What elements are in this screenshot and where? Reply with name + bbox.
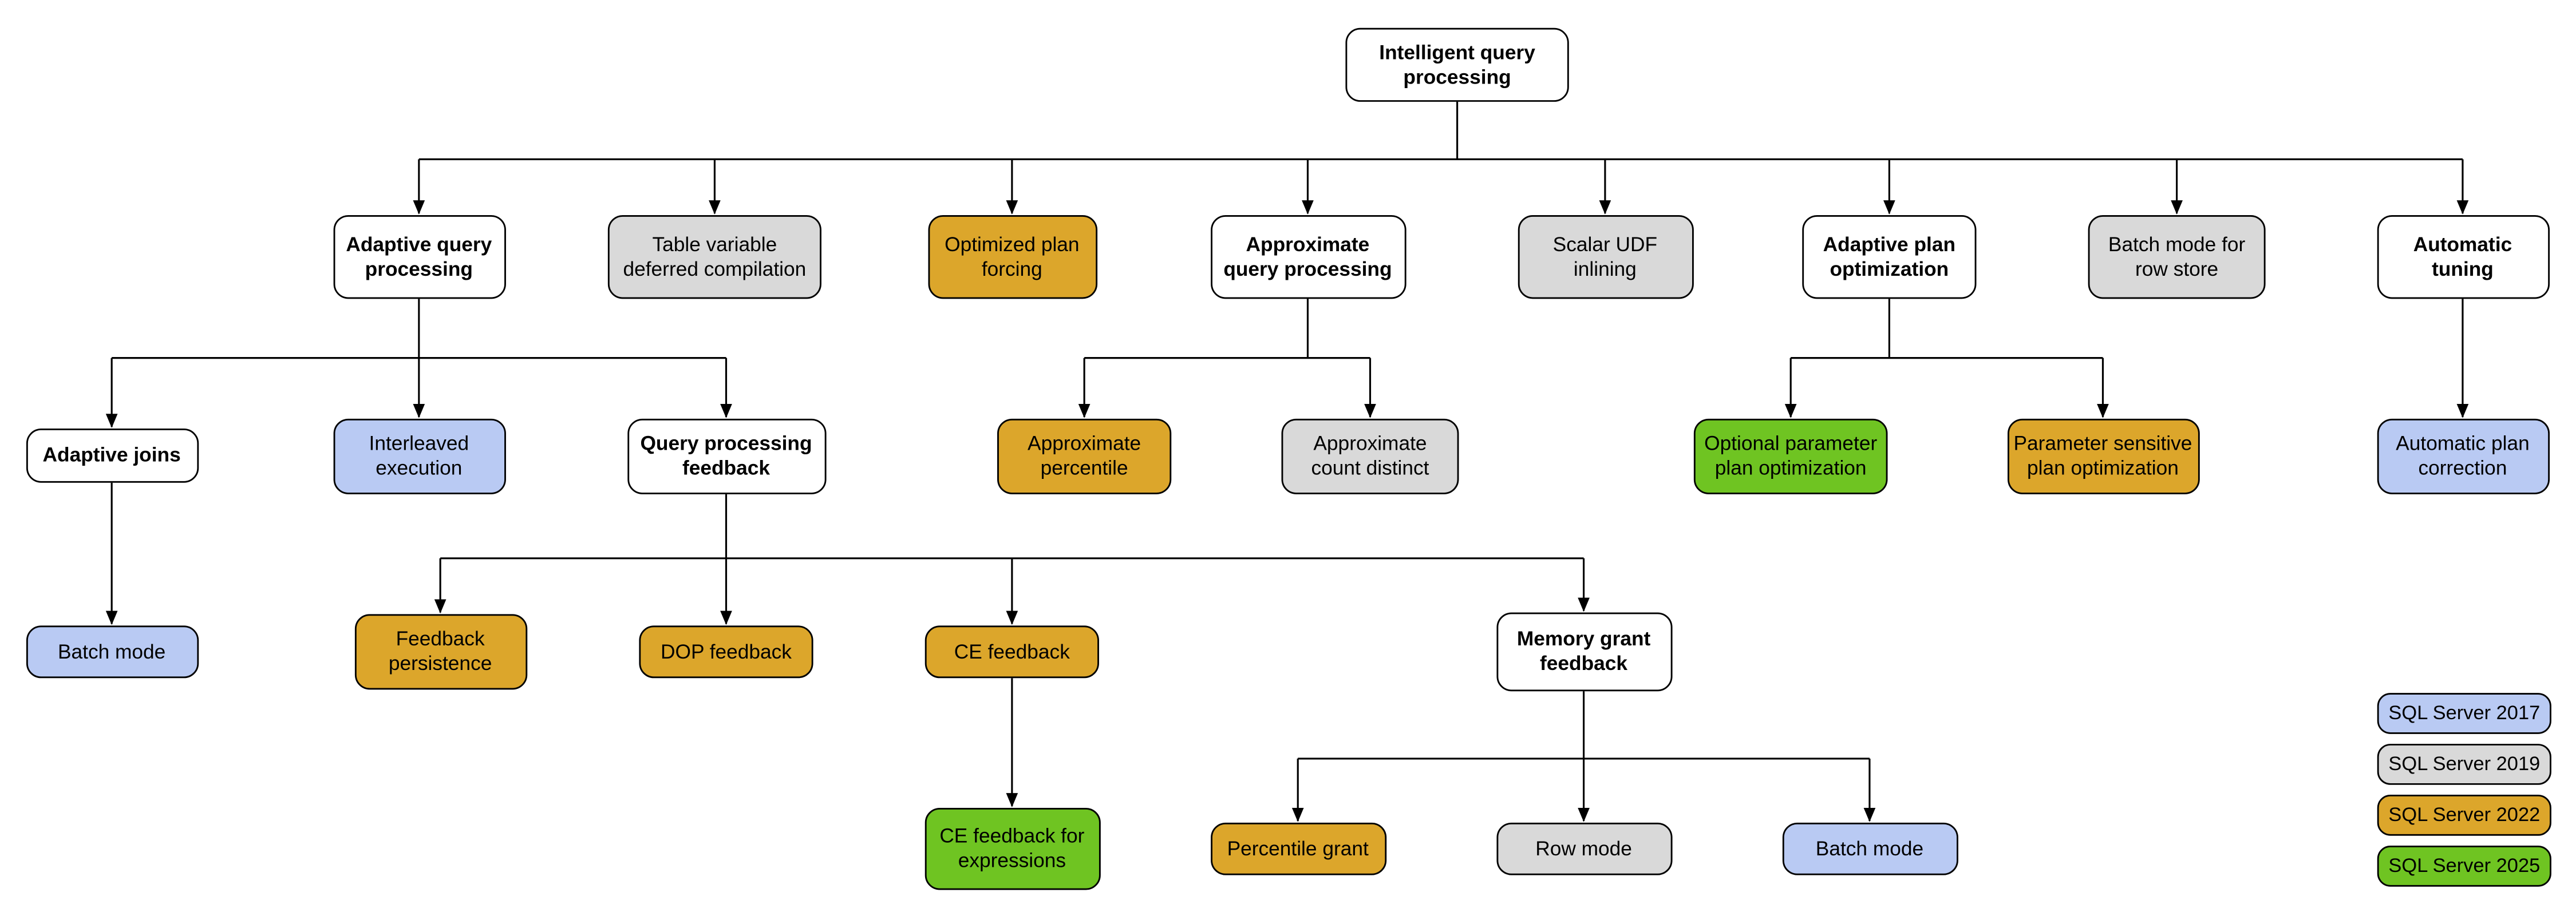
node-apc: Automatic plan correction	[2376, 418, 2549, 494]
node-approx-qp: Approximate query processing	[1210, 215, 1406, 299]
legend-item-2025: SQL Server 2025	[2377, 845, 2551, 887]
node-row-mode: Row mode	[1496, 822, 1672, 875]
node-interleaved: Interleaved execution	[333, 418, 505, 494]
node-bmrs: Batch mode for row store	[2088, 215, 2266, 299]
node-tvdc: Table variable deferred compilation	[607, 215, 821, 299]
node-dop-feedback: DOP feedback	[639, 625, 813, 679]
node-percentile-grant: Percentile grant	[1210, 822, 1386, 875]
node-adaptive-joins: Adaptive joins	[25, 429, 198, 483]
node-scalar-udf: Scalar UDF inlining	[1517, 215, 1693, 299]
node-ce-feedback: CE feedback	[924, 625, 1099, 679]
node-qpf: Query processing feedback	[626, 418, 826, 494]
node-batch-mode-aj: Batch mode	[25, 625, 198, 679]
node-approx-percentile: Approximate percentile	[997, 418, 1172, 494]
node-ce-feedback-expr: CE feedback for expressions	[924, 807, 1100, 890]
legend-item-2022: SQL Server 2022	[2377, 795, 2551, 836]
node-mgf: Memory grant feedback	[1496, 612, 1672, 692]
node-aqp: Adaptive query processing	[333, 215, 505, 299]
legend-item-2019: SQL Server 2019	[2377, 744, 2551, 785]
node-feedback-persistence: Feedback persistence	[354, 614, 527, 690]
node-batch-mode-mgf: Batch mode	[1781, 822, 1958, 875]
node-apo: Adaptive plan optimization	[1802, 215, 1977, 299]
node-approx-count-distinct: Approximate count distinct	[1281, 418, 1459, 494]
legend-item-2017: SQL Server 2017	[2377, 693, 2551, 734]
node-root: Intelligent query processing	[1345, 27, 1569, 102]
node-autotune: Automatic tuning	[2376, 215, 2549, 299]
node-oppo: Optional parameter plan optimization	[1693, 418, 1888, 494]
node-pspo: Parameter sensitive plan optimization	[2006, 418, 2199, 494]
node-opf: Optimized plan forcing	[927, 215, 1097, 299]
